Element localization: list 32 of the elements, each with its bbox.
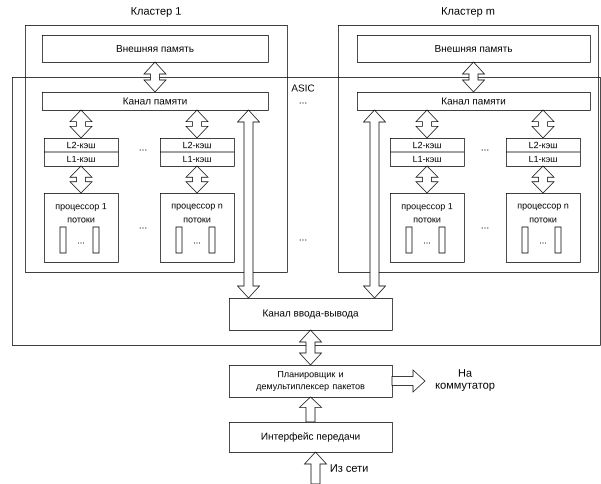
- edge-label: Из сети: [328, 463, 370, 473]
- node-label: Кластер 1: [132, 7, 181, 17]
- channel-box: Канал памяти: [42, 92, 269, 111]
- block-arrow: [298, 396, 322, 422]
- cache-box: L2-кэш L1-кэш: [390, 138, 465, 167]
- memory-box: Внешняя память: [357, 35, 591, 63]
- node-label: Кластер m: [442, 7, 494, 17]
- cache-box: L2-кэш L1-кэш: [506, 138, 581, 167]
- block-arrow: [531, 166, 555, 194]
- processor-box: процессор n потоки ...: [160, 193, 235, 263]
- cache-box: L2-кэш L1-кэш: [160, 138, 235, 167]
- interface-box: Интерфейс передачи: [229, 422, 393, 453]
- io-channel-box: Канал ввода-вывода: [229, 298, 393, 331]
- cache-box: L2-кэш L1-кэш: [44, 138, 119, 167]
- ellipsis: ...: [300, 102, 306, 104]
- channel-box: Канал памяти: [357, 92, 591, 111]
- ellipsis: ...: [300, 239, 306, 241]
- block-arrow: [415, 166, 439, 194]
- scheduler-box: Планировщик и демультиплексер пакетов: [229, 365, 393, 398]
- ellipsis: ...: [140, 149, 146, 151]
- block-arrow: [392, 369, 426, 393]
- processor-box: процессор n потоки ...: [506, 193, 581, 263]
- block-arrow: [69, 166, 93, 194]
- block-arrow: [185, 166, 209, 194]
- destination-text: На коммутатор: [436, 369, 494, 391]
- ellipsis: ...: [482, 227, 488, 229]
- ellipsis: ...: [482, 149, 488, 151]
- processor-box: процессор 1 потоки ...: [44, 193, 119, 263]
- block-arrow: [304, 451, 328, 484]
- memory-box: Внешняя память: [42, 35, 269, 63]
- ellipsis: ...: [140, 227, 146, 229]
- processor-box: процессор 1 потоки ...: [390, 193, 465, 263]
